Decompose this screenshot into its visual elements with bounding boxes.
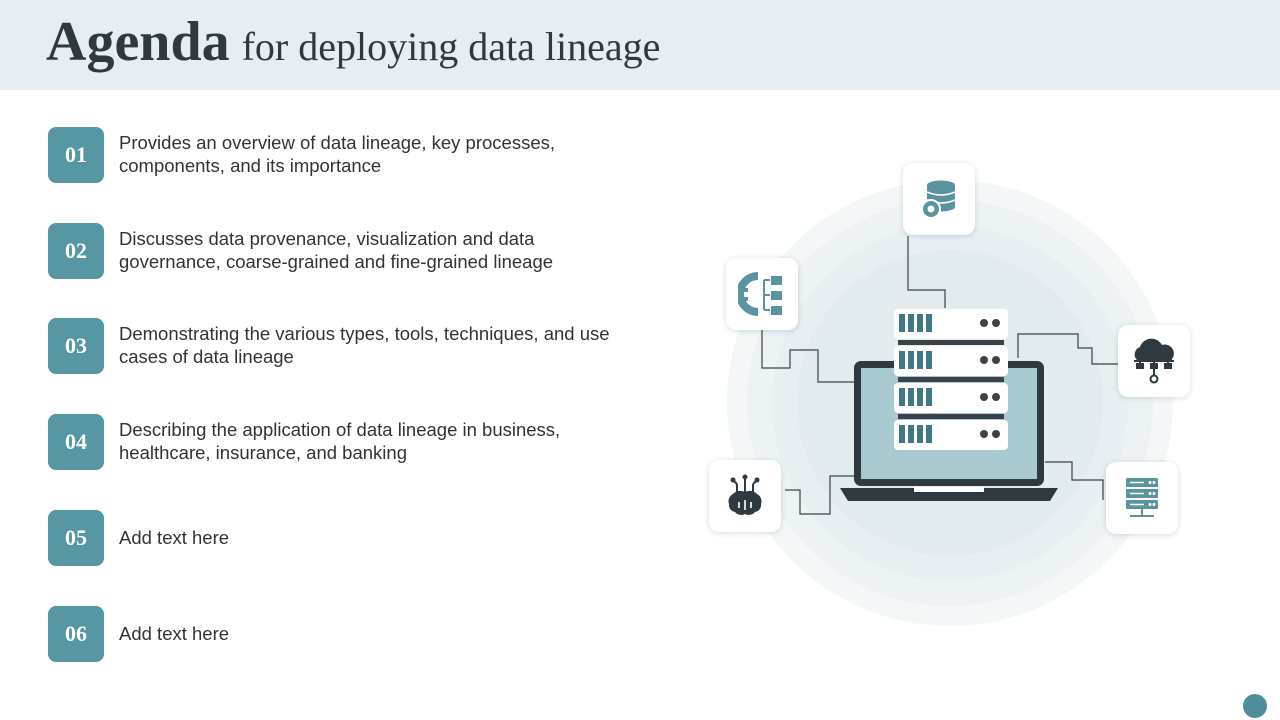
data-lineage-illustration [700,150,1220,640]
agenda-item-02: 02 Discusses data provenance, visualizat… [48,223,648,281]
agenda-text: Discusses data provenance, visualization… [119,228,554,272]
agenda-item-06: 06 Add text here [48,606,648,664]
gear-hierarchy-tile [726,258,798,330]
number-badge: 01 [48,127,104,183]
agenda-text: Add text here [119,527,230,548]
agenda-text: Describing the application of data linea… [119,419,561,463]
agenda-item-01: 01 Provides an overview of data lineage,… [48,127,648,185]
brain-circuit-icon [728,474,762,515]
header-band [0,0,1280,90]
agenda-item-03: 03 Demonstrating the various types, tool… [48,318,648,376]
laptop-server-icon [840,309,1058,501]
cloud-network-tile [1118,325,1190,397]
title-bold: Agenda [46,11,230,73]
agenda-text: Provides an overview of data lineage, ke… [119,132,556,176]
server-rack-tile [1106,462,1178,534]
database-gear-icon [921,180,956,219]
agenda-text: Add text here [119,623,230,644]
number-badge: 05 [48,510,104,566]
brain-circuit-tile [709,460,781,532]
number-badge: 06 [48,606,104,662]
agenda-item-05: 05 Add text here [48,510,648,568]
corner-dot [1243,694,1267,718]
cloud-network-icon [1134,338,1174,384]
number-badge: 04 [48,414,104,470]
database-gear-tile [903,163,975,235]
number-badge: 03 [48,318,104,374]
agenda-text: Demonstrating the various types, tools, … [119,323,610,367]
number-badge: 02 [48,223,104,279]
server-rack [894,309,1008,450]
agenda-item-04: 04 Describing the application of data li… [48,414,648,472]
server-rack-icon [1126,478,1158,517]
title-rest: for deploying data lineage [241,24,661,69]
gear-hierarchy-icon [738,272,782,316]
